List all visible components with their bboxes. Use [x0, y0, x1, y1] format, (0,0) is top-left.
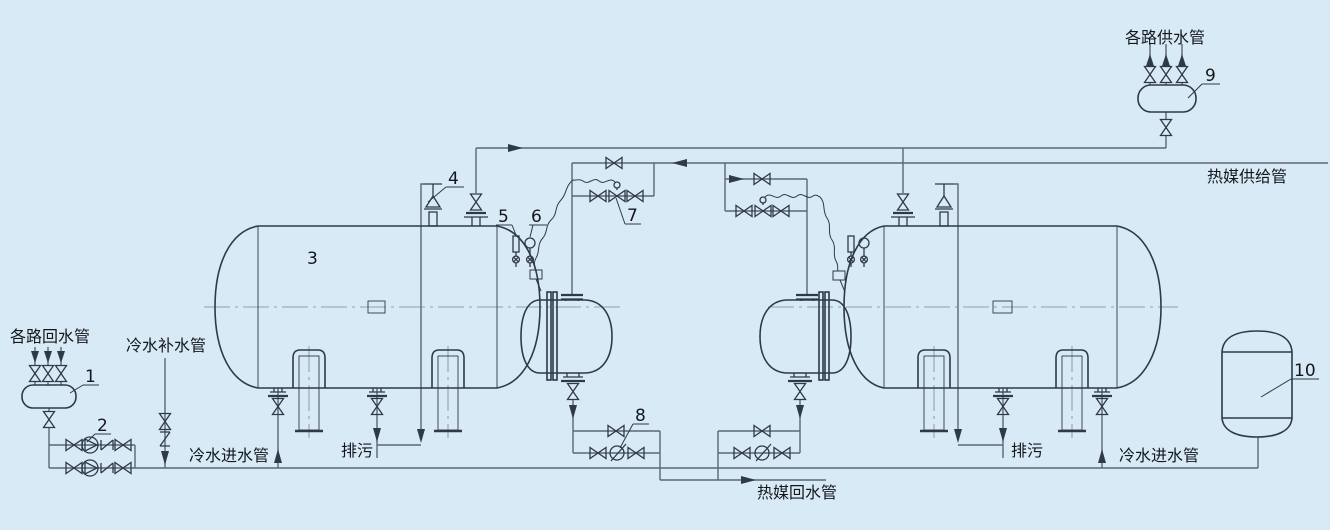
tank-supports	[292, 349, 1089, 433]
arrow-supply-left	[672, 159, 687, 167]
arrow-return1-down	[31, 351, 39, 363]
storage-tank-right	[843, 225, 1162, 389]
expansion-tank	[1221, 330, 1293, 438]
temperature-control-valve-right	[754, 196, 772, 218]
gate-valve	[41, 364, 55, 383]
callout-4: 4	[448, 169, 459, 189]
capillary-right	[764, 194, 839, 272]
arrow-bypass-right	[729, 175, 744, 183]
label-makeup-water: 冷水补水管	[126, 336, 206, 355]
callout-2: 2	[97, 416, 108, 436]
flow-arrows	[31, 54, 1186, 484]
label-heat-supply: 热媒供给管	[1207, 167, 1287, 186]
centerlines	[204, 306, 1178, 438]
return-header-vessel	[21, 384, 77, 409]
heat-exchanger-right	[759, 291, 852, 383]
tank-right-inlet-valve	[1092, 388, 1112, 416]
pressure-gauge-left	[524, 237, 536, 267]
thermometer-left	[511, 235, 521, 267]
callout-1: 1	[85, 367, 96, 387]
exchanger-right-outlet-valve	[793, 382, 807, 401]
arrow-right-cond-down	[796, 405, 804, 419]
callout-3: 3	[307, 249, 318, 269]
pipe-right-condensate	[717, 399, 801, 480]
label-blowdown-left: 排污	[341, 441, 373, 460]
arrow-left-inlet-up	[274, 449, 282, 463]
pipe-pump-branches	[48, 408, 136, 468]
callout-8: 8	[635, 406, 646, 426]
pipe-left-blowdown	[376, 183, 424, 458]
pipe-labels: 各路回水管 冷水补水管 冷水进水管 排污 热媒回水管 排污 冷水进水管 热媒供给…	[10, 28, 1287, 502]
callout-10: 10	[1294, 361, 1316, 381]
label-blowdown-right: 排污	[1011, 441, 1043, 460]
gate-valve	[1159, 118, 1173, 137]
arrow-left-cond-down	[569, 405, 577, 419]
supply-header-vessel	[1137, 84, 1197, 113]
tank-left-outlet-valve	[464, 193, 488, 226]
gate-valve	[1175, 65, 1189, 84]
callout-6: 6	[531, 207, 542, 227]
capillary-lines	[529, 179, 846, 293]
label-cold-inlet-right: 冷水进水管	[1119, 446, 1199, 465]
gate-valve	[42, 410, 56, 429]
arrow-right-inlet-up	[1098, 449, 1106, 463]
arrow-left-drain	[373, 428, 381, 442]
callouts: 1 2 3 4 5 6 7 8 9 10	[69, 66, 1319, 449]
callout-7: 7	[627, 206, 638, 226]
gate-valve	[28, 364, 42, 383]
exchanger-left-outlet-valve	[566, 382, 580, 401]
arrow-return2-down	[44, 351, 52, 363]
thermometer-right	[846, 235, 856, 267]
temperature-control-valve-left	[608, 181, 626, 203]
pipe-left-control-branch	[571, 163, 655, 295]
arrow-return-right	[741, 476, 756, 484]
arrow-return3-down	[57, 351, 65, 363]
label-return-routes: 各路回水管	[10, 327, 90, 346]
tank-right-outlet-valve	[891, 193, 915, 226]
arrow-left-discharge	[417, 429, 425, 443]
arrow-makeup-down	[161, 451, 169, 465]
storage-tank-left	[214, 225, 541, 389]
arrow-supply1-up	[1146, 54, 1154, 66]
arrow-supply3-up	[1178, 54, 1186, 66]
pressure-gauge-right	[858, 237, 870, 267]
pipe-right-control-branch	[724, 163, 808, 295]
callout-5: 5	[498, 207, 509, 227]
gate-valve	[1143, 65, 1157, 84]
equipment	[21, 84, 1293, 438]
capillary-left	[533, 179, 616, 271]
valves-and-fittings	[28, 65, 1189, 477]
arrow-right-drain	[999, 428, 1007, 442]
manhole-right	[992, 300, 1013, 314]
sensor-bulb-right	[832, 270, 846, 281]
gate-valve	[1159, 65, 1173, 84]
pipe-right-blowdown	[953, 183, 1004, 458]
safety-valve-left	[424, 183, 442, 227]
gate-valve	[54, 364, 68, 383]
tank-left-drain-valve	[367, 388, 387, 416]
piping-network	[34, 44, 1328, 481]
arrow-supply2-up	[1162, 54, 1170, 66]
arrow-header-right	[508, 144, 523, 152]
heat-exchanger-left	[520, 291, 613, 383]
manhole-left	[367, 300, 386, 314]
label-cold-inlet-left: 冷水进水管	[189, 446, 269, 465]
callout-9: 9	[1205, 66, 1216, 86]
label-supply-routes: 各路供水管	[1125, 28, 1205, 47]
label-heat-return: 热媒回水管	[757, 483, 837, 502]
arrow-right-discharge	[954, 429, 962, 443]
tank-right-drain-valve	[993, 388, 1013, 416]
tank-left-inlet-valve	[268, 388, 288, 416]
safety-valve-right	[935, 183, 953, 227]
